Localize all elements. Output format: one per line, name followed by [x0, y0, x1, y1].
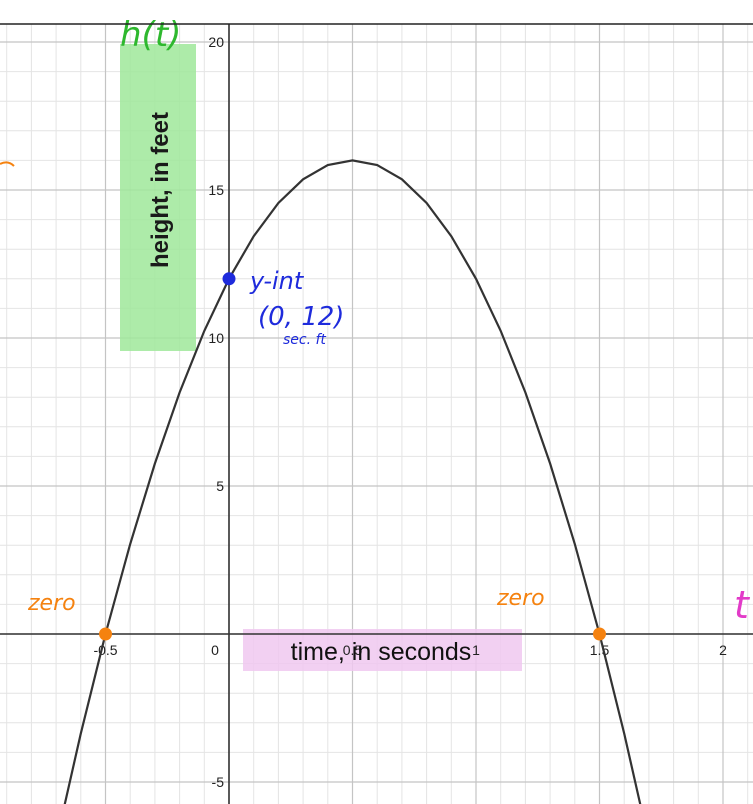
points — [99, 272, 606, 641]
y-tick-label: 5 — [216, 478, 224, 494]
y-tick-label: 20 — [208, 34, 224, 50]
tick-labels: -0.5 0 0.5 1 1.5 2 20 15 10 5 -5 — [93, 34, 727, 790]
zero-left-annotation: zero — [27, 591, 76, 616]
x-tick-label: 1.5 — [590, 642, 610, 658]
y-tick-label: -5 — [212, 774, 225, 790]
data-point — [99, 627, 112, 641]
grid-minor — [0, 24, 753, 804]
y-intercept-title: y-int — [249, 267, 305, 295]
y-tick-label: 10 — [208, 330, 224, 346]
x-tick-label: 1 — [472, 642, 480, 658]
data-point — [593, 627, 606, 641]
h-function-annotation: h(t) — [120, 15, 181, 55]
x-tick-label: 0.5 — [343, 642, 363, 658]
t-variable-annotation: t — [734, 583, 751, 627]
x-tick-label: 2 — [719, 642, 727, 658]
axes — [0, 24, 753, 804]
handwriting-fragment — [0, 161, 15, 167]
ylabel-text: height, in feet — [147, 112, 174, 268]
xlabel-highlight — [243, 629, 522, 671]
x-tick-label: 0 — [211, 642, 219, 658]
ylabel-highlight — [120, 44, 196, 351]
series-line — [63, 159, 642, 804]
y-intercept-units: sec. ft — [283, 332, 326, 348]
y-intercept-coords: (0, 12) — [258, 302, 344, 332]
y-tick-label: 15 — [208, 182, 224, 198]
data-point — [222, 272, 236, 286]
grid-major — [0, 24, 753, 804]
xlabel-text: time, in seconds — [291, 638, 472, 666]
x-tick-label: -0.5 — [93, 642, 117, 658]
zero-right-annotation: zero — [496, 586, 545, 611]
